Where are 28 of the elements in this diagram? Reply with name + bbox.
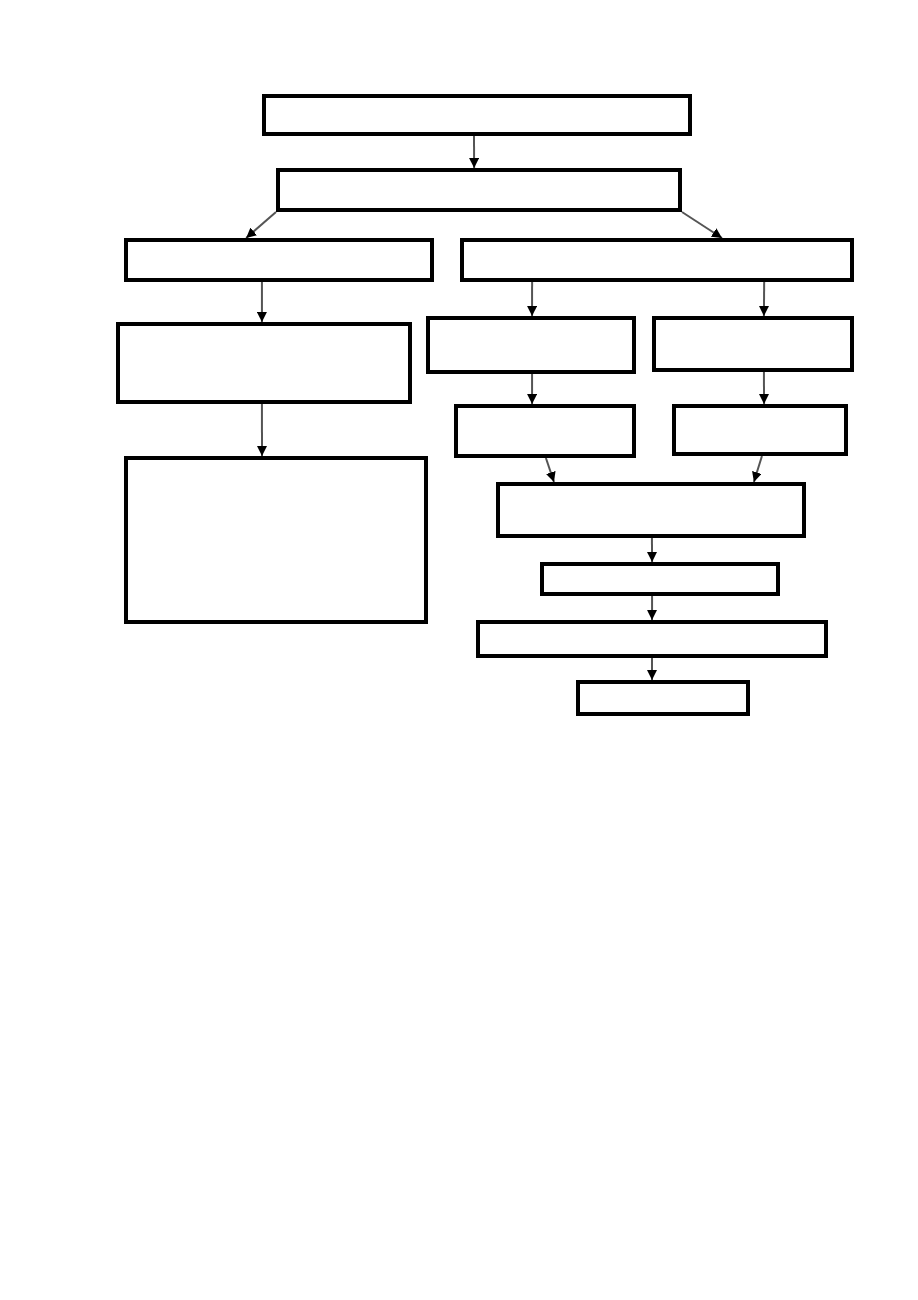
process-box [124, 238, 434, 282]
process-box [276, 168, 682, 212]
process-box [124, 456, 428, 624]
process-box [672, 404, 848, 456]
arrow [245, 211, 277, 239]
arrow [647, 657, 657, 681]
process-box [460, 238, 854, 282]
arrow [647, 595, 658, 621]
process-box [476, 620, 828, 658]
arrow [759, 371, 769, 405]
arrow [647, 537, 657, 563]
arrow [544, 457, 556, 483]
process-box [454, 404, 636, 458]
arrow [257, 403, 267, 457]
process-box [262, 94, 692, 136]
process-box [496, 482, 806, 538]
process-box [540, 562, 780, 596]
arrow [469, 135, 480, 169]
arrow [752, 455, 763, 483]
arrow [527, 281, 538, 317]
process-box [576, 680, 750, 716]
process-box [426, 316, 636, 374]
arrow [681, 211, 723, 239]
arrow [759, 281, 769, 317]
arrow [527, 373, 538, 405]
process-box [116, 322, 412, 404]
arrow [256, 281, 267, 323]
process-box [652, 316, 854, 372]
